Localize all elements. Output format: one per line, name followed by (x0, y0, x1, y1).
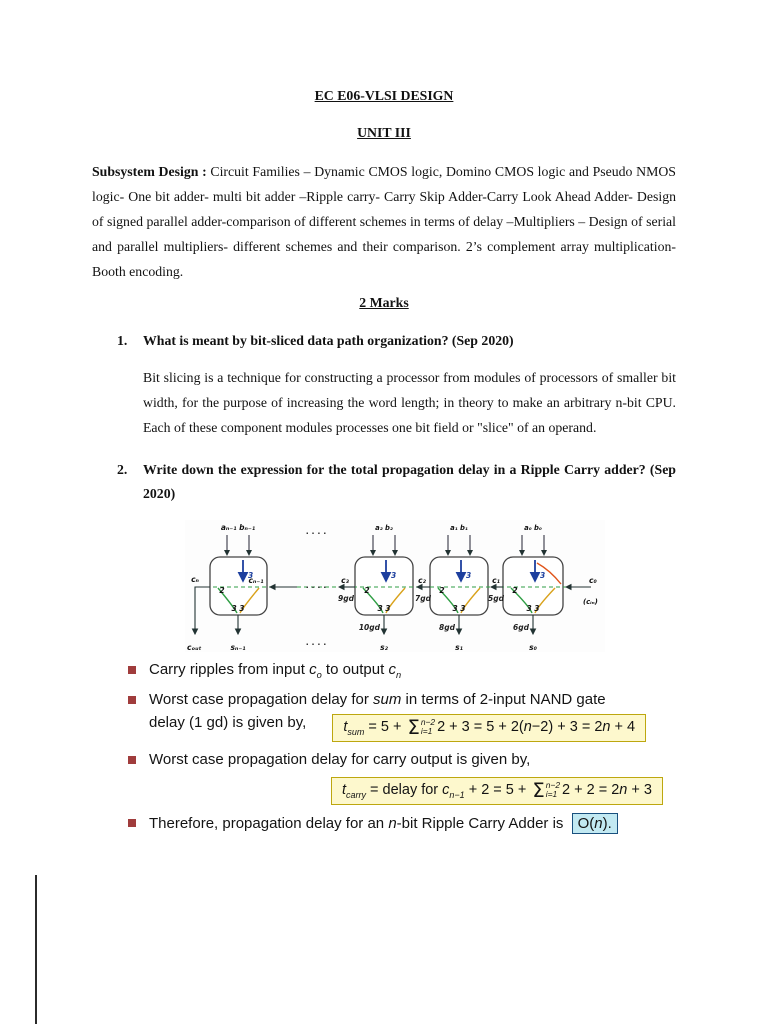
fig-dots-mid: · · · · (306, 583, 327, 592)
doc-title: EC E06-VLSI DESIGN (314, 88, 454, 103)
fig-label-cout: cₒᵤₜ (187, 643, 202, 652)
fig-delay-3: 3 (540, 571, 545, 580)
bullet-square-icon (128, 755, 136, 764)
fig-delay-2: 2 (364, 586, 369, 595)
question-1-number: 1. (117, 333, 128, 348)
fig-delay-2: 2 (512, 586, 517, 595)
bullet-conclusion: Therefore, propagation delay for an n-bi… (128, 812, 676, 835)
fig-dots-top: · · · · (306, 529, 327, 538)
fig-delay-3: 3 (466, 571, 471, 580)
fig-label-sn1: sₙ₋₁ (230, 643, 245, 652)
fig-label-c1: c₁ (492, 576, 500, 585)
fig-label-a1b1: a₁ b₁ (450, 524, 468, 532)
bullet-carry-ripples: Carry ripples from input co to output cn (128, 660, 676, 682)
fig-label-8gd: 8gd (439, 623, 456, 632)
bullet-carry-ripples-text: Carry ripples from input co to output cn (149, 661, 402, 680)
fig-label-a2b2: a₂ b₂ (375, 524, 393, 532)
fig-delay-33: 3 3 (526, 604, 539, 613)
fig-label-c2: c₂ (418, 576, 426, 585)
bullet-square-icon (128, 666, 136, 674)
fig-label-c3: c₃ (341, 576, 349, 585)
sum-path-arrows (237, 560, 541, 583)
fig-label-7gd: 7gd (415, 594, 432, 603)
bullet-square-icon (128, 818, 136, 827)
bullet-list: Carry ripples from input co to output cn… (128, 660, 676, 835)
fig-label-c0: c₀ (589, 576, 597, 585)
fig-label-6gd: 6gd (513, 623, 530, 632)
input-arrows (224, 535, 547, 556)
bullet-carry-delay: Worst case propagation delay for carry o… (128, 750, 676, 771)
delay-curves (217, 562, 562, 614)
page-edge-line (35, 875, 37, 1024)
unit-heading: UNIT III (357, 125, 411, 140)
bullet-square-icon (128, 695, 136, 704)
fig-label-a0b0: a₀ b₀ (524, 524, 542, 532)
fig-delay-33: 3 3 (231, 604, 244, 613)
question-2-number: 2. (117, 462, 128, 477)
carry-out-path (191, 586, 210, 636)
fig-label-9gd: 9gd (338, 594, 355, 603)
bullet-sum-delay: Worst case propagation delay for sum in … (128, 690, 676, 742)
fig-label-cn1: cₙ₋₁ (248, 576, 263, 585)
fig-delay-33: 3 3 (452, 604, 465, 613)
question-1-text: What is meant by bit-sliced data path or… (143, 333, 514, 348)
fig-label-5gd: 5gd (488, 594, 505, 603)
question-2: 2. Write down the expression for the tot… (92, 458, 676, 506)
fig-delay-33: 3 3 (377, 604, 390, 613)
ripple-carry-adder-diagram: aₙ₋₁ bₙ₋₁ a₂ b₂ a₁ b₁ a₀ b₀ · · · · · · … (187, 523, 598, 652)
fig-label-s0: s₀ (529, 643, 537, 652)
question-2-text: Write down the expression for the total … (143, 462, 676, 501)
fig-dots-bottom: · · · · (306, 640, 327, 649)
question-1-answer: Bit slicing is a technique for construct… (143, 370, 676, 435)
fig-label-10gd: 10gd (359, 623, 381, 632)
marks-heading: 2 Marks (359, 295, 409, 310)
fig-label-s1: s₁ (455, 643, 463, 652)
fig-delay-3: 3 (391, 571, 396, 580)
intro-paragraph: Subsystem Design : Circuit Families – Dy… (92, 159, 676, 284)
ripple-carry-adder-figure: aₙ₋₁ bₙ₋₁ a₂ b₂ a₁ b₁ a₀ b₀ · · · · · · … (185, 520, 605, 652)
bullet-carry-delay-text: Worst case propagation delay for carry o… (149, 750, 531, 768)
bullet-sum-delay-line1: Worst case propagation delay for sum in … (149, 690, 606, 708)
intro-lead: Subsystem Design : (92, 164, 207, 179)
bullet-sum-delay-text: Worst case propagation delay for sum in … (149, 690, 647, 742)
intro-text: Circuit Families – Dynamic CMOS logic, D… (92, 164, 676, 279)
question-1: 1. What is meant by bit-sliced data path… (92, 329, 676, 353)
fig-label-an1bn1: aₙ₋₁ bₙ₋₁ (221, 523, 255, 532)
fig-delay-2: 2 (439, 586, 444, 595)
fig-label-cn: cₙ (191, 575, 199, 584)
bullet-sum-delay-line2-text: delay (1 gd) is given by, (149, 713, 307, 731)
bullet-conclusion-text: Therefore, propagation delay for an n-bi… (149, 812, 618, 835)
sum-output-arrows (234, 615, 537, 636)
fig-label-s2: s₂ (380, 643, 388, 652)
fig-delay-3: 3 (248, 571, 253, 580)
fig-label-cin: (cᵢₙ) (583, 598, 598, 606)
fig-delay-2: 2 (219, 586, 224, 595)
